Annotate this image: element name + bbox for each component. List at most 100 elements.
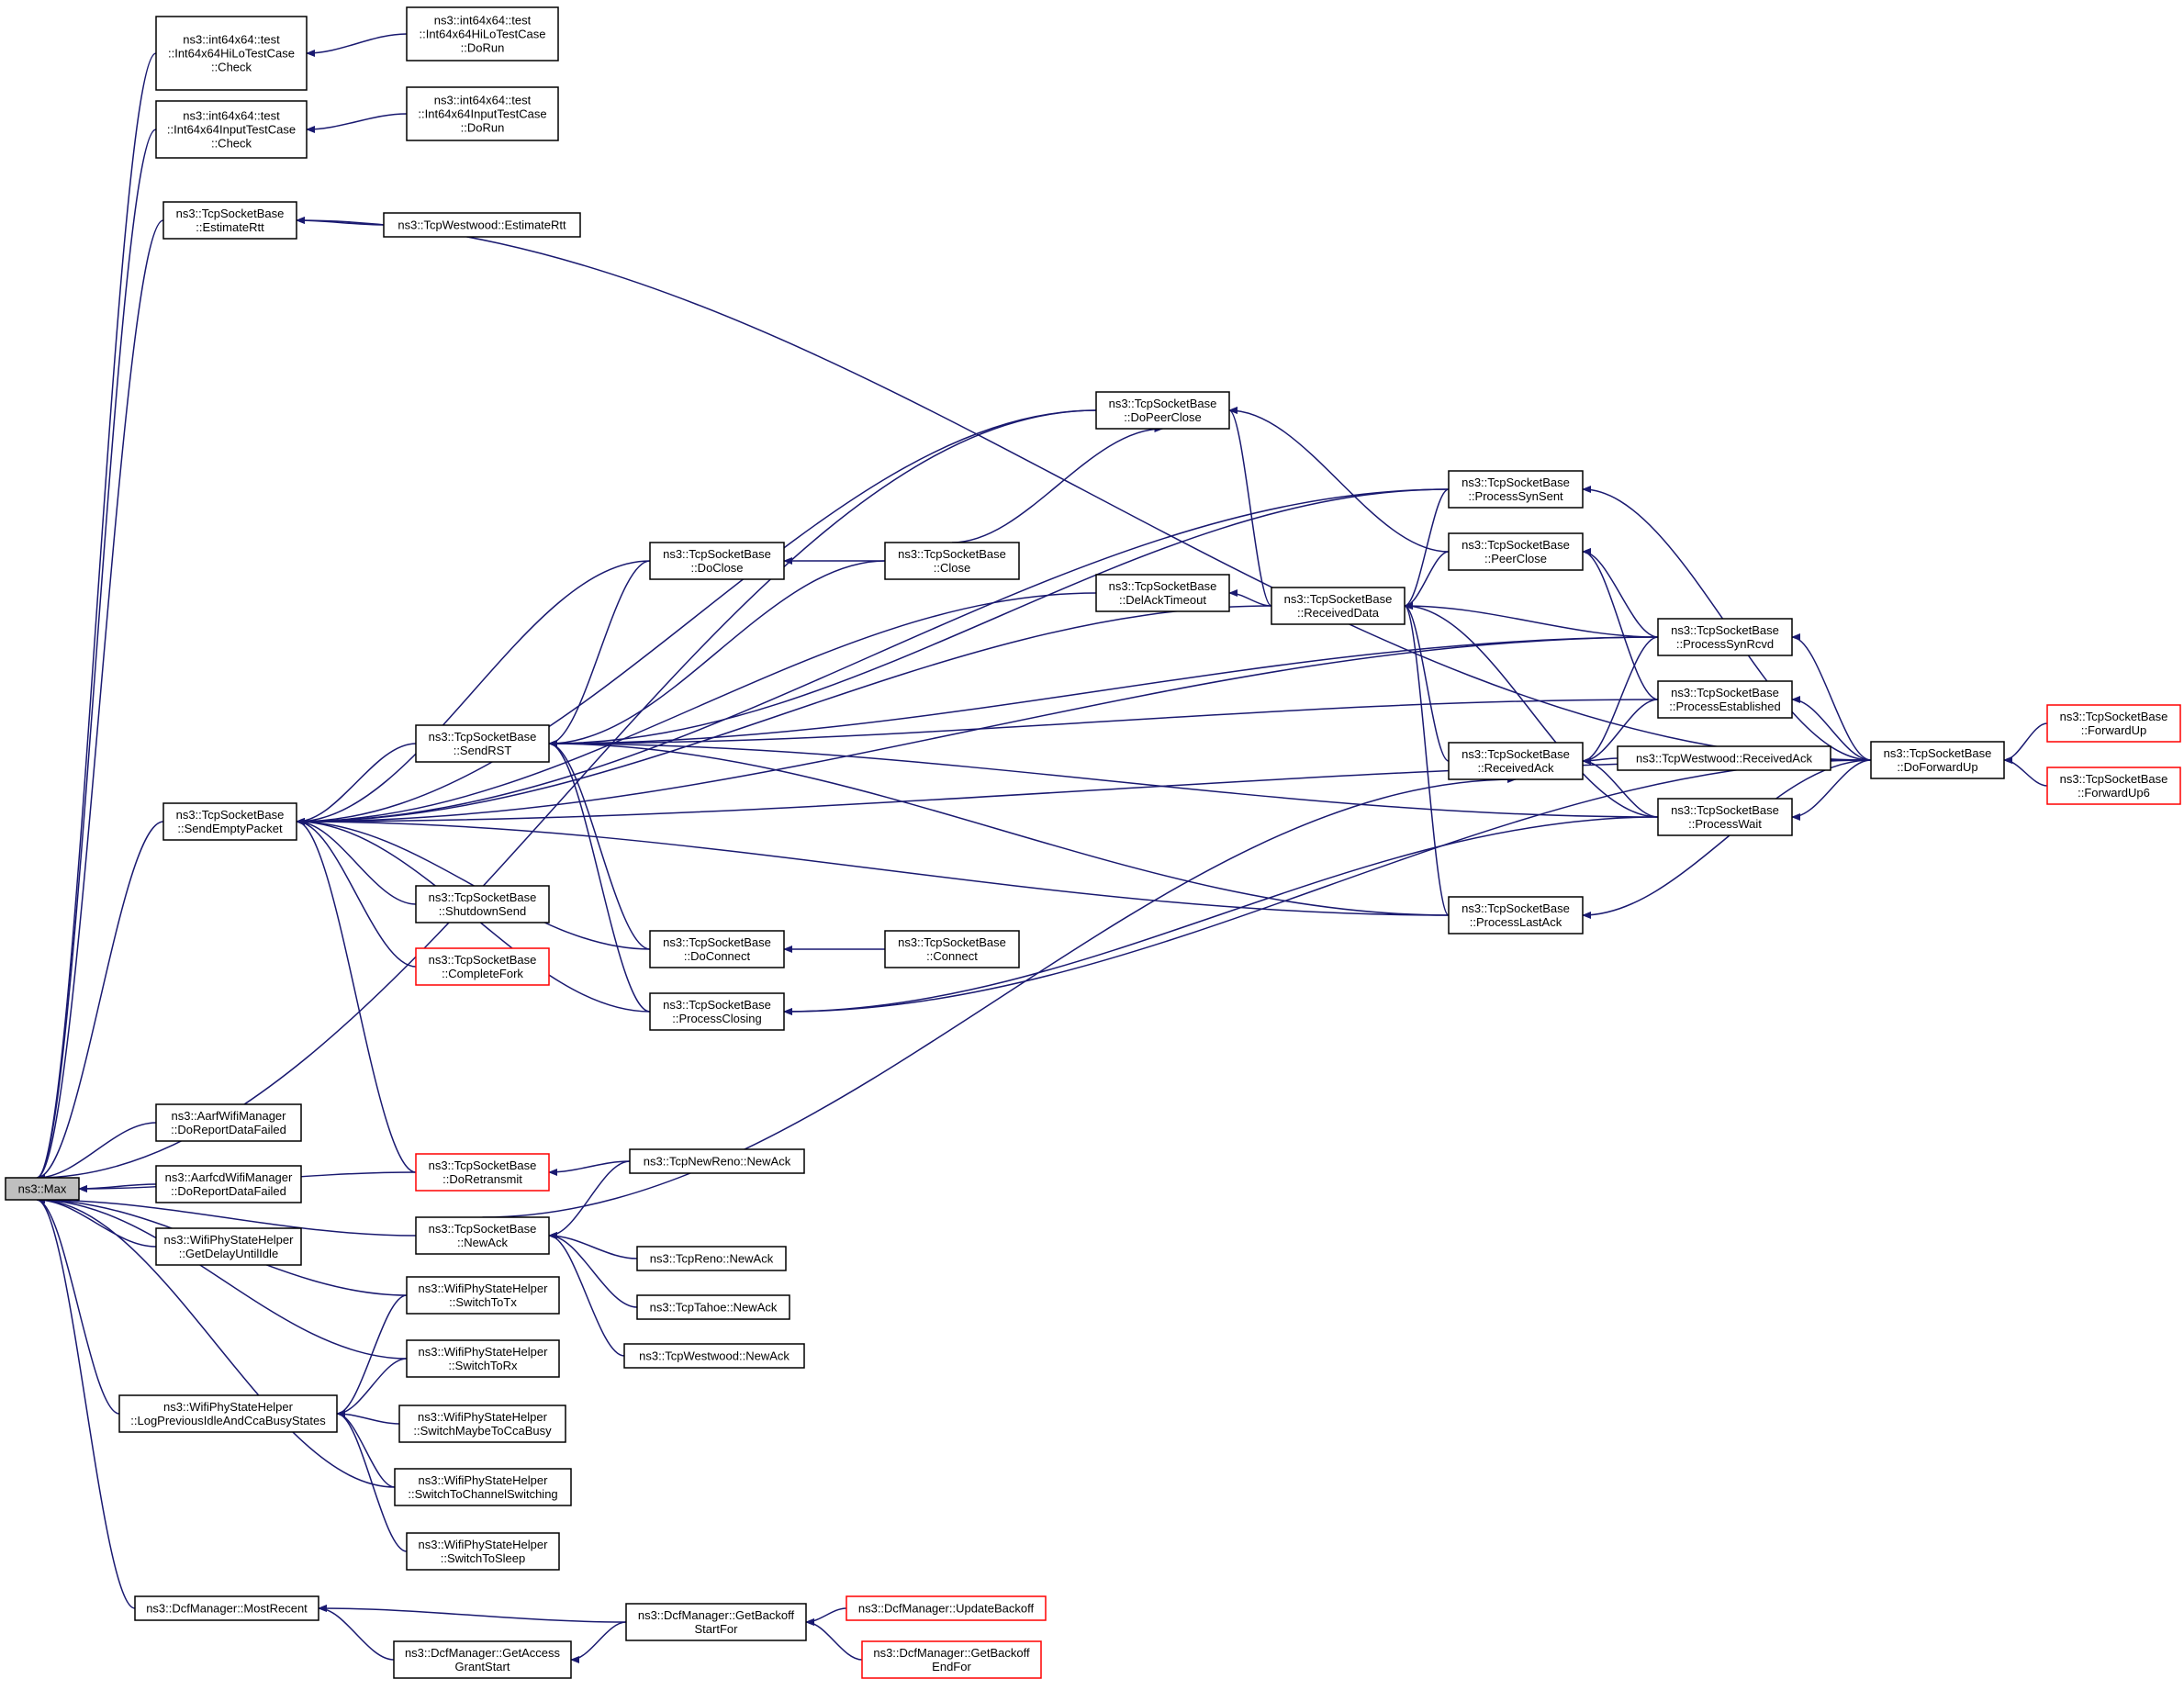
node-ns3-wifiphystatehelper-switchtorx[interactable]: ns3::WifiPhyStateHelper::SwitchToRx [406, 1339, 560, 1378]
node-label-line: ::DoPeerClose [1124, 410, 1202, 424]
node-ns3-wifiphystatehelper-switchtochannelswitching[interactable]: ns3::WifiPhyStateHelper::SwitchToChannel… [394, 1468, 572, 1506]
edge-sendRST-to-sendEmpty [296, 743, 417, 825]
node-label-line: ::ProcessClosing [672, 1012, 762, 1025]
call-edges [36, 33, 2048, 1663]
node-ns3-tcpsocketbase-close[interactable]: ns3::TcpSocketBase::Close [884, 542, 1020, 580]
node-box [1095, 391, 1230, 430]
node-box [884, 930, 1020, 968]
node-ns3-int64x64-test-int64x64inputtestcase-dorun[interactable]: ns3::int64x64::test::Int64x64InputTestCa… [406, 86, 559, 141]
edge-hiloCheck-to-max [36, 52, 157, 1181]
node-ns3-tcpsocketbase-receivedack[interactable]: ns3::TcpSocketBase::ReceivedAck [1448, 742, 1584, 780]
node-ns3-tcpsocketbase-processclosing[interactable]: ns3::TcpSocketBase::ProcessClosing [649, 992, 785, 1031]
node-label-line: ns3::TcpSocketBase [429, 730, 537, 744]
node-ns3-tcptahoe-newack[interactable]: ns3::TcpTahoe::NewAck [636, 1294, 790, 1320]
edge-sendEmpty-to-max [36, 821, 164, 1181]
edge-doFwdUp-to-procWait [1791, 759, 1872, 821]
node-ns3-tcpsocketbase-connect[interactable]: ns3::TcpSocketBase::Connect [884, 930, 1020, 968]
node-box [1448, 896, 1584, 935]
edge-aarfcd-to-max [78, 1183, 157, 1192]
node-ns3-tcpsocketbase-doconnect[interactable]: ns3::TcpSocketBase::DoConnect [649, 930, 785, 968]
node-ns3-tcpsocketbase-delacktimeout[interactable]: ns3::TcpSocketBase::DelAckTimeout [1095, 574, 1230, 612]
node-box [649, 930, 785, 968]
edge-inputCheck-to-max [36, 129, 157, 1181]
node-label-line: ns3::TcpSocketBase [429, 890, 537, 904]
node-ns3-max[interactable]: ns3::Max [5, 1177, 80, 1201]
node-ns3-tcpwestwood-receivedack[interactable]: ns3::TcpWestwood::ReceivedAck [1617, 745, 1831, 771]
node-ns3-int64x64-test-int64x64hilotestcase-check[interactable]: ns3::int64x64::test::Int64x64HiLoTestCas… [155, 16, 308, 91]
node-ns3-tcpsocketbase-completefork[interactable]: ns3::TcpSocketBase::CompleteFork [415, 947, 550, 986]
edge-doClose-to-sendRST [548, 560, 651, 747]
edge-doClose-to-sendEmpty [296, 560, 651, 825]
node-ns3-tcpwestwood-estimatertt[interactable]: ns3::TcpWestwood::EstimateRtt [383, 212, 581, 238]
node-label-line: StartFor [695, 1622, 739, 1636]
node-ns3-tcpwestwood-newack[interactable]: ns3::TcpWestwood::NewAck [623, 1343, 805, 1369]
node-ns3-tcpsocketbase-sendrst[interactable]: ns3::TcpSocketBase::SendRST [415, 724, 550, 763]
edge-procClosing-to-sendRST [548, 740, 651, 1013]
edge-peerClose-to-doPeerClose [1228, 407, 1450, 553]
node-ns3-tcpsocketbase-processlastack[interactable]: ns3::TcpSocketBase::ProcessLastAck [1448, 896, 1584, 935]
node-ns3-tcpsocketbase-receiveddata[interactable]: ns3::TcpSocketBase::ReceivedData [1271, 587, 1406, 625]
node-label-line: ::Int64x64HiLoTestCase [419, 28, 545, 41]
node-ns3-tcpsocketbase-dopeerclose[interactable]: ns3::TcpSocketBase::DoPeerClose [1095, 391, 1230, 430]
node-ns3-tcpsocketbase-processestablished[interactable]: ns3::TcpSocketBase::ProcessEstablished [1657, 680, 1793, 719]
edge-switchChan-to-logPrev [336, 1410, 396, 1488]
node-label-line: ns3::DcfManager::UpdateBackoff [858, 1602, 1035, 1616]
node-ns3-aarfcdwifimanager-doreportdatafailed[interactable]: ns3::AarfcdWifiManager::DoReportDataFail… [155, 1165, 302, 1203]
node-label-line: ::Int64x64InputTestCase [167, 123, 296, 137]
node-ns3-tcpsocketbase-estimatertt[interactable]: ns3::TcpSocketBase::EstimateRtt [162, 201, 297, 240]
node-ns3-tcpsocketbase-doretransmit[interactable]: ns3::TcpSocketBase::DoRetransmit [415, 1153, 550, 1192]
edge-newRenoAck-to-newAck [548, 1160, 631, 1239]
edge-procSynRcvd-to-recvAck [1582, 636, 1659, 765]
node-label-line: ns3::TcpReno::NewAck [650, 1252, 774, 1266]
node-box [398, 1405, 566, 1443]
node-label-line: EndFor [932, 1660, 971, 1673]
node-label-line: ns3::WifiPhyStateHelper [419, 1281, 549, 1295]
node-box [1448, 532, 1584, 571]
node-ns3-aarfwifimanager-doreportdatafailed[interactable]: ns3::AarfWifiManager::DoReportDataFailed [155, 1103, 302, 1142]
edge-getBackoffEnd-to-getBackoffStart [805, 1618, 863, 1661]
node-ns3-dcfmanager-updatebackoff[interactable]: ns3::DcfManager::UpdateBackoff [846, 1595, 1047, 1621]
node-label-line: ns3::WifiPhyStateHelper [419, 1345, 549, 1359]
node-ns3-wifiphystatehelper-logpreviousidleandccabusystates[interactable]: ns3::WifiPhyStateHelper::LogPreviousIdle… [118, 1394, 338, 1433]
node-box [162, 201, 297, 240]
edge-shutSend-to-sendEmpty [296, 818, 417, 905]
node-box [383, 212, 581, 238]
node-ns3-tcpreno-newack[interactable]: ns3::TcpReno::NewAck [636, 1246, 787, 1271]
node-box [393, 1640, 572, 1679]
node-ns3-wifiphystatehelper-switchmaybetoccabusy[interactable]: ns3::WifiPhyStateHelper::SwitchMaybeToCc… [398, 1405, 566, 1443]
edge-procWait-to-recvAck [1582, 757, 1659, 818]
node-ns3-tcpsocketbase-processwait[interactable]: ns3::TcpSocketBase::ProcessWait [1657, 798, 1793, 836]
node-ns3-tcpsocketbase-doclose[interactable]: ns3::TcpSocketBase::DoClose [649, 542, 785, 580]
node-ns3-tcpnewreno-newack[interactable]: ns3::TcpNewReno::NewAck [629, 1148, 805, 1174]
node-ns3-wifiphystatehelper-getdelayuntilidle[interactable]: ns3::WifiPhyStateHelper::GetDelayUntilId… [155, 1227, 302, 1266]
node-box [118, 1394, 338, 1433]
edge-procWait-to-recvData [1404, 602, 1659, 818]
node-ns3-wifiphystatehelper-switchtotx[interactable]: ns3::WifiPhyStateHelper::SwitchToTx [406, 1276, 560, 1315]
edge-procLastAck-to-sendRST [548, 740, 1450, 916]
edge-procWait-to-sendRST [548, 740, 1659, 818]
node-ns3-tcpsocketbase-shutdownsend[interactable]: ns3::TcpSocketBase::ShutdownSend [415, 885, 550, 923]
node-ns3-tcpsocketbase-sendemptypacket[interactable]: ns3::TcpSocketBase::SendEmptyPacket [162, 802, 297, 841]
edge-switchSleep-to-logPrev [336, 1410, 408, 1552]
node-label-line: ::ReceivedAck [1477, 761, 1554, 775]
node-ns3-tcpsocketbase-peerclose[interactable]: ns3::TcpSocketBase::PeerClose [1448, 532, 1584, 571]
edge-procSynSent-to-sendRST [548, 488, 1450, 747]
node-label-line: ns3::WifiPhyStateHelper [163, 1400, 294, 1414]
node-ns3-tcpsocketbase-newack[interactable]: ns3::TcpSocketBase::NewAck [415, 1216, 550, 1255]
node-label-line: ::ProcessLastAck [1470, 915, 1562, 929]
node-ns3-dcfmanager-mostrecent[interactable]: ns3::DcfManager::MostRecent [134, 1595, 319, 1621]
node-label-line: ns3::TcpSocketBase [1462, 901, 1570, 915]
node-ns3-tcpsocketbase-forwardup6[interactable]: ns3::TcpSocketBase::ForwardUp6 [2046, 767, 2181, 805]
node-ns3-int64x64-test-int64x64inputtestcase-check[interactable]: ns3::int64x64::test::Int64x64InputTestCa… [155, 100, 308, 159]
node-ns3-wifiphystatehelper-switchtosleep[interactable]: ns3::WifiPhyStateHelper::SwitchToSleep [406, 1532, 560, 1571]
node-box [846, 1595, 1047, 1621]
node-ns3-tcpsocketbase-processsynsent[interactable]: ns3::TcpSocketBase::ProcessSynSent [1448, 470, 1584, 509]
node-label-line: ::SwitchToSleep [441, 1551, 526, 1565]
node-ns3-tcpsocketbase-doforwardup[interactable]: ns3::TcpSocketBase::DoForwardUp [1870, 741, 2005, 779]
node-ns3-int64x64-test-int64x64hilotestcase-dorun[interactable]: ns3::int64x64::test::Int64x64HiLoTestCas… [406, 6, 559, 62]
node-ns3-tcpsocketbase-processsynrcvd[interactable]: ns3::TcpSocketBase::ProcessSynRcvd [1657, 618, 1793, 656]
node-ns3-tcpsocketbase-forwardup[interactable]: ns3::TcpSocketBase::ForwardUp [2046, 704, 2181, 743]
